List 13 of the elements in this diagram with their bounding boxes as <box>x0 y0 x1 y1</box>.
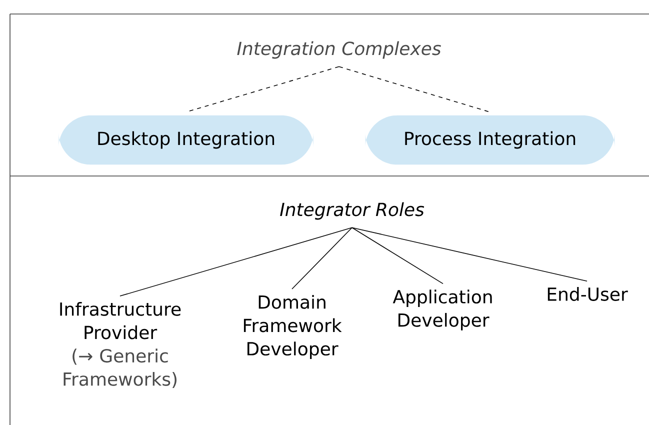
connector-line <box>292 227 352 290</box>
connector-line <box>352 227 588 282</box>
heading-text: Integrator Roles <box>280 202 424 220</box>
role-label: Infrastructure Provider (→ Generic Frameworks) <box>60 302 181 388</box>
connector-line <box>352 227 444 284</box>
pill-box: Desktop Integration <box>58 115 314 165</box>
connector-line <box>120 227 352 296</box>
pill-box: Process Integration <box>365 115 615 165</box>
connector-line <box>338 66 490 112</box>
role-label: End-User <box>548 287 628 301</box>
role-label: Application Developer <box>392 290 492 330</box>
heading-text: Integration Complexes <box>237 41 441 59</box>
role-label: Domain Framework Developer <box>244 294 342 360</box>
